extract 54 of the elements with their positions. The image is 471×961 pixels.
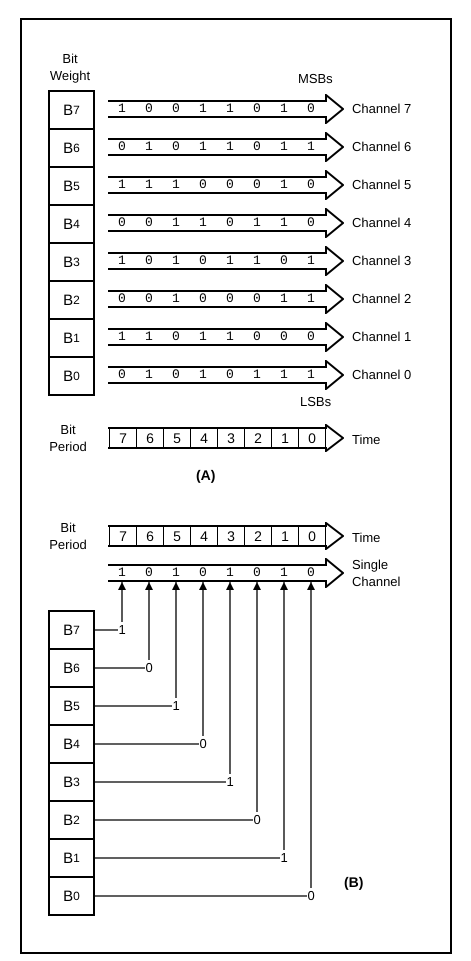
edge-label: 0 (306, 888, 316, 903)
edge-label: 0 (198, 736, 208, 751)
edge-label: 0 (144, 660, 154, 675)
channel-band (108, 170, 344, 200)
channel-band (108, 208, 344, 238)
side-label: Bit Period (48, 519, 88, 553)
edge-label: 1 (280, 850, 289, 865)
side-label: Channel 1 (352, 328, 412, 345)
arrow (95, 582, 315, 897)
channel-band (108, 94, 344, 124)
side-label: Channel 2 (352, 290, 412, 307)
side-label: Single Channel (352, 556, 402, 590)
arrow (95, 582, 234, 783)
bit-period-band (108, 424, 344, 452)
bit-order-label: LSBs (300, 393, 332, 410)
edge-label: 1 (118, 622, 127, 637)
side-label: Channel 7 (352, 100, 412, 117)
channel-band (108, 132, 344, 162)
side-label: Channel 0 (352, 366, 412, 383)
panel-label: (A) (196, 467, 216, 484)
edge-label: 1 (226, 774, 235, 789)
side-label: Time (352, 529, 382, 546)
side-label: Bit Period (48, 421, 88, 455)
bit-sequence: 1 0 1 0 1 0 1 0 (118, 565, 315, 581)
panel-label: (B) (344, 874, 364, 891)
arrow (95, 582, 261, 821)
channel-band (108, 322, 344, 352)
channel-band (108, 246, 344, 276)
channel-band (108, 284, 344, 314)
edge-label: 1 (172, 698, 181, 713)
arrow (95, 582, 207, 745)
arrow (95, 582, 288, 859)
side-label: Channel 5 (352, 176, 412, 193)
bit-sequence: 1 1 1 0 0 0 1 0 (118, 177, 315, 193)
side-label: Channel 3 (352, 252, 412, 269)
arrow (95, 582, 180, 707)
arrow (95, 582, 126, 631)
channel-band (108, 360, 344, 390)
arrow (95, 582, 153, 669)
bit-sequence: 0 1 0 1 1 0 1 1 (118, 139, 315, 155)
bit-sequence: 1 0 0 1 1 0 1 0 (118, 101, 315, 117)
bit-sequence: 0 1 0 1 0 1 1 1 (118, 367, 315, 383)
side-label: Channel 4 (352, 214, 412, 231)
side-label: Time (352, 431, 382, 448)
side-label: Channel 6 (352, 138, 412, 155)
bit-sequence: 1 1 0 1 1 0 0 0 (118, 329, 315, 345)
channel-band (108, 558, 344, 588)
bit-period-band (108, 522, 344, 550)
column-heading: Bit Weight (48, 50, 92, 84)
bit-sequence: 0 0 1 1 0 1 1 0 (118, 215, 315, 231)
bit-sequence: 0 0 1 0 0 0 1 1 (118, 291, 315, 307)
edge-label: 0 (252, 812, 262, 827)
bit-sequence: 1 0 1 0 1 1 0 1 (118, 253, 315, 269)
bit-order-label: MSBs (298, 70, 333, 87)
